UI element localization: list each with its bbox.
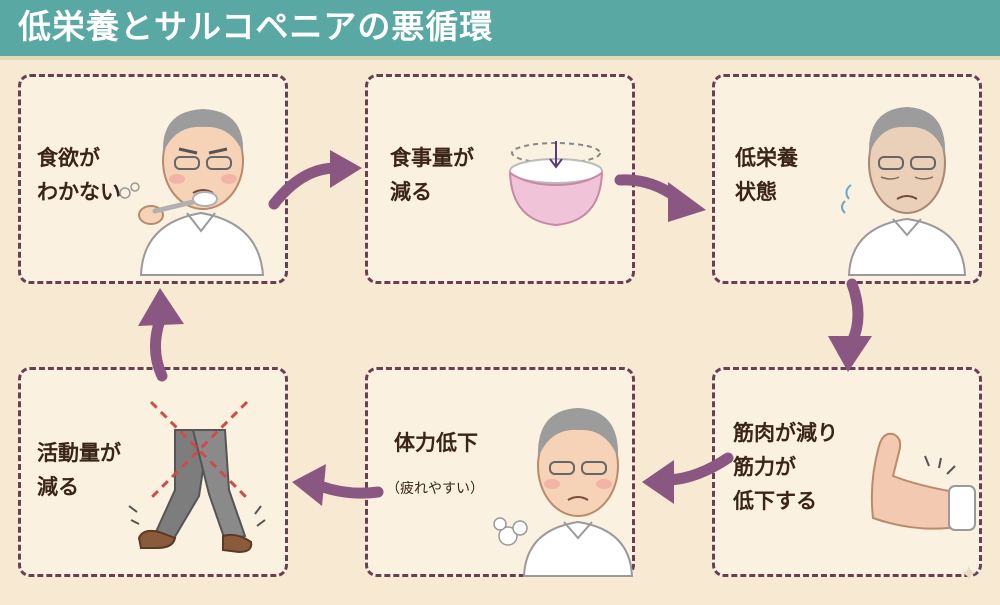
arrow-activity-to-appetite bbox=[138, 288, 184, 382]
label-meal: 食事量が 減る bbox=[390, 141, 474, 209]
box-malnutrition: 低栄養 状態 bbox=[712, 74, 982, 284]
sparkle-icon: ✦ bbox=[959, 562, 978, 587]
label-line: 低下する bbox=[733, 489, 817, 513]
tired-elderly-icon bbox=[841, 107, 967, 276]
arrow-muscle-to-stamina bbox=[642, 452, 734, 504]
walking-legs-icon bbox=[128, 400, 266, 554]
label-line: 筋肉が減り bbox=[733, 421, 838, 445]
label-line: 減る bbox=[37, 475, 79, 499]
box-stamina: 体力低下 （疲れやすい） bbox=[365, 367, 635, 577]
box-activity: 活動量が 減る bbox=[18, 367, 288, 577]
arrow-meal-to-malnutrition bbox=[614, 174, 706, 222]
title-band: 低栄養とサルコペニアの悪循環 bbox=[0, 0, 1000, 60]
label-line: 低栄養 bbox=[735, 146, 798, 170]
label-line: 筋力が bbox=[733, 455, 796, 479]
label-line: 体力低下 bbox=[394, 431, 478, 455]
label-line: 減る bbox=[390, 180, 432, 204]
label-line: 食事量が bbox=[390, 146, 474, 170]
label-muscle: 筋肉が減り 筋力が 低下する bbox=[733, 416, 838, 518]
arrow-malnutrition-to-muscle bbox=[828, 278, 872, 372]
label-line: 状態 bbox=[735, 180, 777, 204]
box-muscle: 筋肉が減り 筋力が 低下する bbox=[712, 367, 982, 577]
arrow-appetite-to-meal bbox=[268, 150, 362, 210]
sighing-elderly-icon bbox=[493, 408, 634, 577]
arrow-stamina-to-activity bbox=[292, 464, 384, 506]
label-line: 食欲が bbox=[37, 146, 100, 170]
label-malnutrition: 低栄養 状態 bbox=[735, 141, 798, 209]
rice-bowl-icon bbox=[508, 141, 604, 227]
label-activity: 活動量が 減る bbox=[37, 436, 121, 504]
label-line: わかない bbox=[37, 180, 121, 204]
label-line: 活動量が bbox=[37, 441, 121, 465]
box-meal: 食事量が 減る bbox=[365, 74, 635, 284]
box-appetite: 食欲が わかない bbox=[18, 74, 288, 284]
page-title: 低栄養とサルコペニアの悪循環 bbox=[18, 7, 494, 46]
label-stamina: 体力低下 bbox=[394, 426, 478, 460]
label-stamina-note: （疲れやすい） bbox=[386, 481, 484, 497]
elderly-eating-icon bbox=[119, 109, 265, 276]
flexed-arm-icon bbox=[870, 432, 976, 531]
label-appetite: 食欲が わかない bbox=[37, 141, 121, 209]
